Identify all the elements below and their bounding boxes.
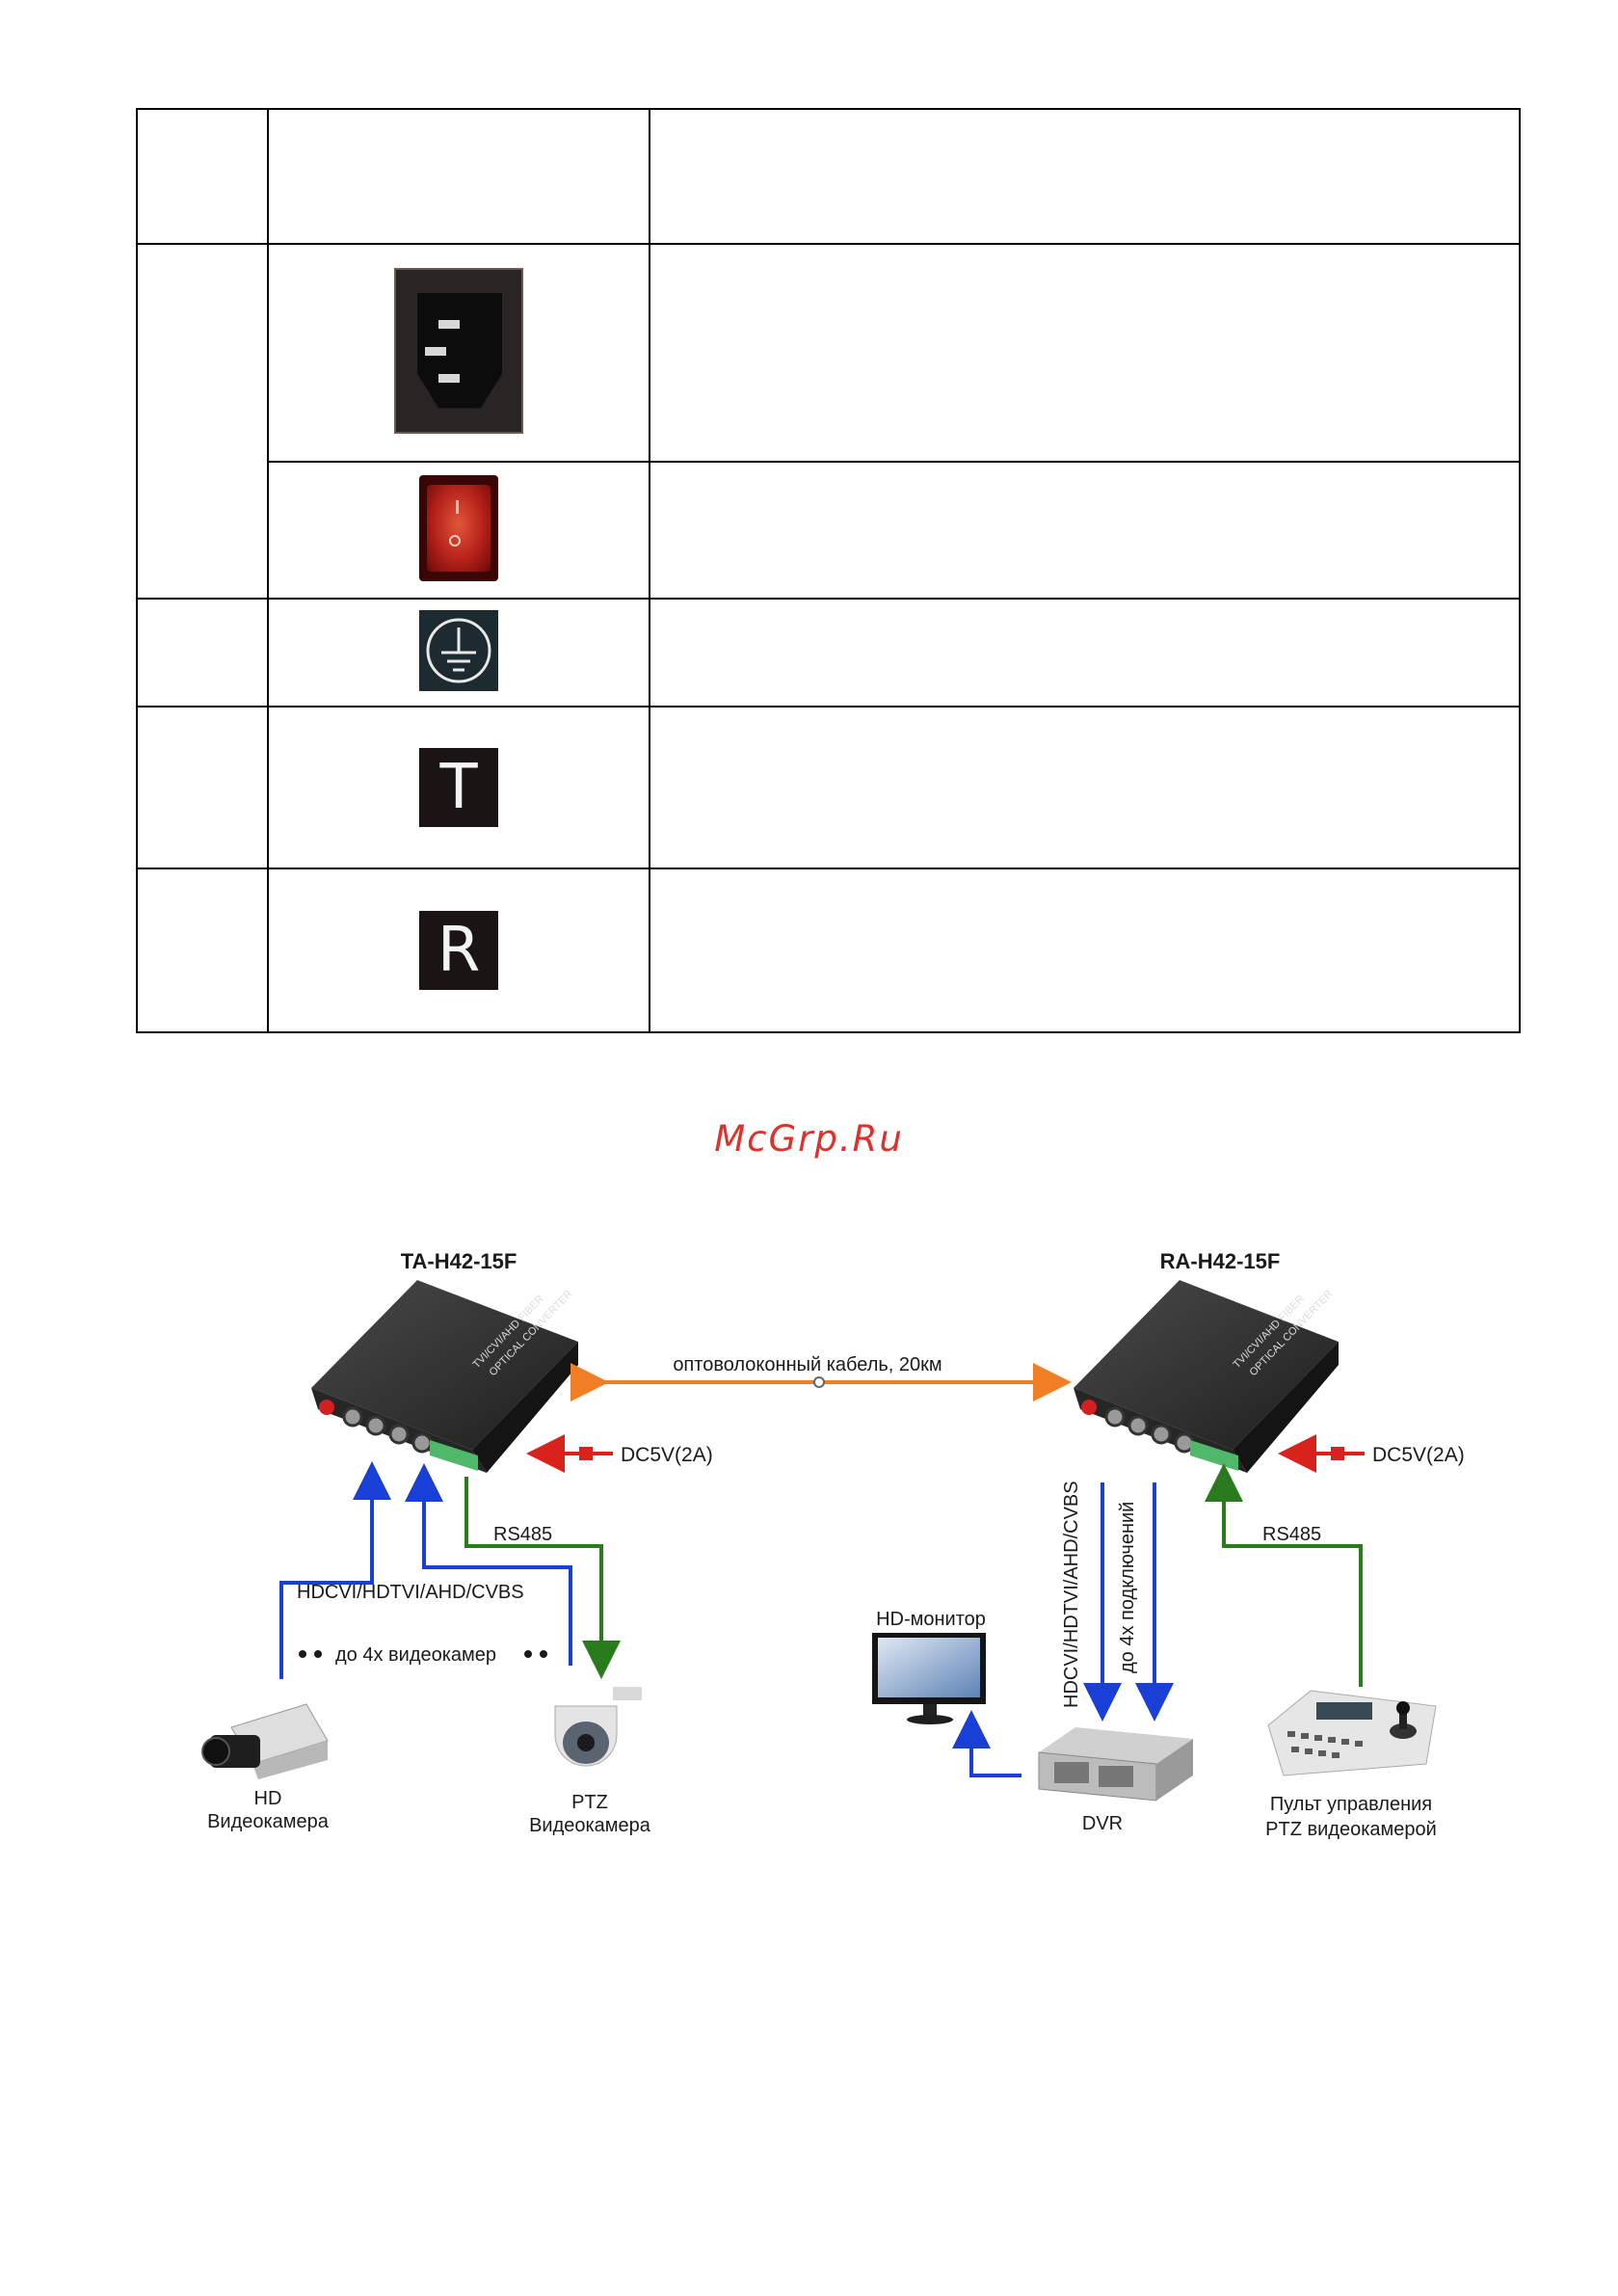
row-description <box>649 243 1521 463</box>
dvr-icon <box>1038 1727 1193 1802</box>
rs485-arrow-left <box>464 1477 621 1679</box>
rs485-label-left: RS485 <box>493 1524 552 1545</box>
power-switch-icon <box>419 474 499 581</box>
row-description <box>649 108 1521 245</box>
row-description <box>649 461 1521 600</box>
video-arrow-hd-camera <box>279 1461 391 1679</box>
power-label-left: DC5V(2A) <box>621 1444 713 1466</box>
row-icon-cell <box>266 108 651 245</box>
table-row: T <box>136 706 1521 869</box>
dots-icon <box>524 1650 532 1658</box>
row-number <box>136 243 269 600</box>
table-row <box>137 461 1521 600</box>
connections-count-label: до 4х подключений <box>1117 1502 1138 1673</box>
rs485-label-right: RS485 <box>1262 1524 1321 1545</box>
row-description <box>649 598 1521 707</box>
dots-icon <box>299 1650 306 1658</box>
rs485-arrow-right <box>1205 1463 1363 1687</box>
video-formats-label: HDCVI/HDTVI/AHD/CVBS <box>297 1582 524 1603</box>
ground-icon <box>419 609 499 691</box>
receiver-r-icon: R <box>419 911 499 990</box>
fiber-joint-icon <box>813 1376 825 1388</box>
receiver-title: RA-H42-15F <box>1160 1249 1281 1273</box>
row-icon-cell: T <box>266 706 651 869</box>
transmitter-device: TVI/CVI/AHD FIBER OPTICAL CONVERTER <box>311 1280 578 1473</box>
ptz-camera-label: Видеокамера <box>529 1815 651 1836</box>
ptz-controller-icon <box>1267 1690 1437 1776</box>
transmitter-title: TA-H42-15F <box>401 1249 517 1273</box>
power-label-right: DC5V(2A) <box>1372 1444 1465 1466</box>
watermark: McGrp.Ru <box>714 1118 904 1160</box>
ptz-camera-icon <box>554 1687 642 1767</box>
row-icon-cell <box>266 461 651 600</box>
dots-icon <box>540 1650 547 1658</box>
dvr-label: DVR <box>1082 1813 1123 1834</box>
video-arrow-ptz-camera <box>405 1463 572 1666</box>
hd-camera-icon <box>201 1703 329 1779</box>
dots-icon <box>314 1650 322 1658</box>
table-row <box>136 598 1521 707</box>
hd-camera-label: Видеокамера <box>207 1811 330 1832</box>
controller-label: Пульт управления <box>1270 1794 1432 1815</box>
table-row: R <box>136 868 1521 1033</box>
power-socket-icon <box>394 267 524 434</box>
transmitter-t-icon: T <box>419 748 499 827</box>
fiber-label: оптоволоконный кабель, 20км <box>673 1354 942 1375</box>
video-arrow-monitor <box>952 1710 1021 1777</box>
spec-table: T R <box>136 108 1521 1033</box>
row-number <box>136 706 269 869</box>
row-number <box>136 108 269 245</box>
hd-camera-label: HD <box>254 1788 282 1809</box>
receiver-device: TVI/CVI/AHD FIBER OPTICAL CONVERTER <box>1074 1280 1339 1473</box>
table-row <box>136 243 1521 600</box>
row-description <box>649 868 1521 1033</box>
monitor-label: HD-монитор <box>876 1609 986 1630</box>
row-icon-cell <box>266 598 651 707</box>
hd-monitor-icon <box>872 1633 986 1724</box>
power-plug-icon <box>579 1447 593 1460</box>
row-description <box>649 706 1521 869</box>
ptz-camera-label: PTZ <box>571 1792 608 1813</box>
cameras-count-label: до 4х видеокамер <box>335 1644 496 1666</box>
dvr-video-formats-label: HDCVI/HDTVI/AHD/CVBS <box>1061 1481 1082 1708</box>
power-plug-icon <box>1331 1447 1344 1460</box>
row-number <box>136 868 269 1033</box>
row-number <box>136 598 269 707</box>
row-icon-cell: R <box>266 868 651 1033</box>
row-icon-cell <box>266 243 651 463</box>
table-row <box>136 108 1521 245</box>
controller-label: PTZ видеокамерой <box>1265 1819 1437 1840</box>
